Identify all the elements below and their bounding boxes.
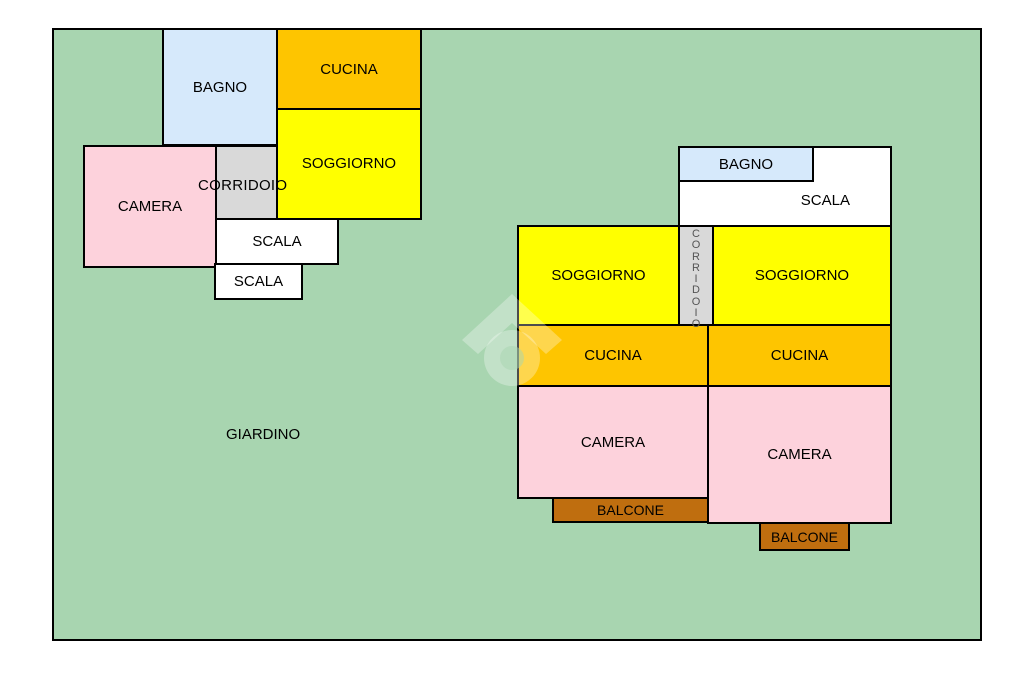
left-stairs-lower: SCALA — [214, 263, 303, 300]
left-bedroom-label: CAMERA — [117, 198, 183, 215]
left-kitchen-label: CUCINA — [320, 60, 378, 78]
right-bathroom: BAGNO — [678, 146, 814, 182]
left-stairs-upper: SCALA — [215, 218, 339, 265]
unit-a-bedroom: CAMERA — [517, 385, 709, 499]
left-living-room-label: SOGGIORNO — [301, 155, 397, 172]
right-stairs-label: SCALA — [800, 192, 850, 209]
left-stairs-lower-label: SCALA — [233, 273, 284, 290]
left-bedroom: CAMERA — [83, 145, 217, 268]
unit-a-bedroom-label: CAMERA — [580, 433, 646, 451]
unit-b-living-room: SOGGIORNO — [712, 225, 892, 326]
left-living-room: SOGGIORNO — [276, 108, 422, 220]
left-bathroom-label: BAGNO — [192, 78, 248, 96]
left-bathroom: BAGNO — [162, 28, 278, 146]
unit-b-kitchen-label: CUCINA — [770, 347, 829, 364]
unit-b-kitchen: CUCINA — [707, 324, 892, 387]
left-kitchen: CUCINA — [276, 28, 422, 110]
left-corridor-label: CORRIDOIO — [198, 177, 288, 194]
right-bathroom-label: BAGNO — [718, 155, 774, 173]
left-stairs-upper-label: SCALA — [252, 233, 302, 250]
unit-b-living-room-label: SOGGIORNO — [754, 267, 850, 284]
right-corridor-label: C O R R I D O I O — [691, 228, 701, 331]
unit-b-balcony: BALCONE — [759, 522, 850, 551]
unit-a-living-room-label: SOGGIORNO — [551, 267, 646, 284]
unit-a-kitchen-label: CUCINA — [584, 347, 642, 364]
unit-a-balcony-label: BALCONE — [597, 502, 664, 518]
unit-b-bedroom: CAMERA — [707, 385, 892, 524]
unit-a-balcony: BALCONE — [552, 497, 709, 523]
unit-b-balcony-label: BALCONE — [771, 528, 838, 545]
unit-b-bedroom-label: CAMERA — [767, 446, 832, 463]
left-corridor — [215, 145, 278, 220]
logo-watermark-icon — [462, 294, 562, 386]
garden-label: GIARDINO — [226, 426, 301, 443]
